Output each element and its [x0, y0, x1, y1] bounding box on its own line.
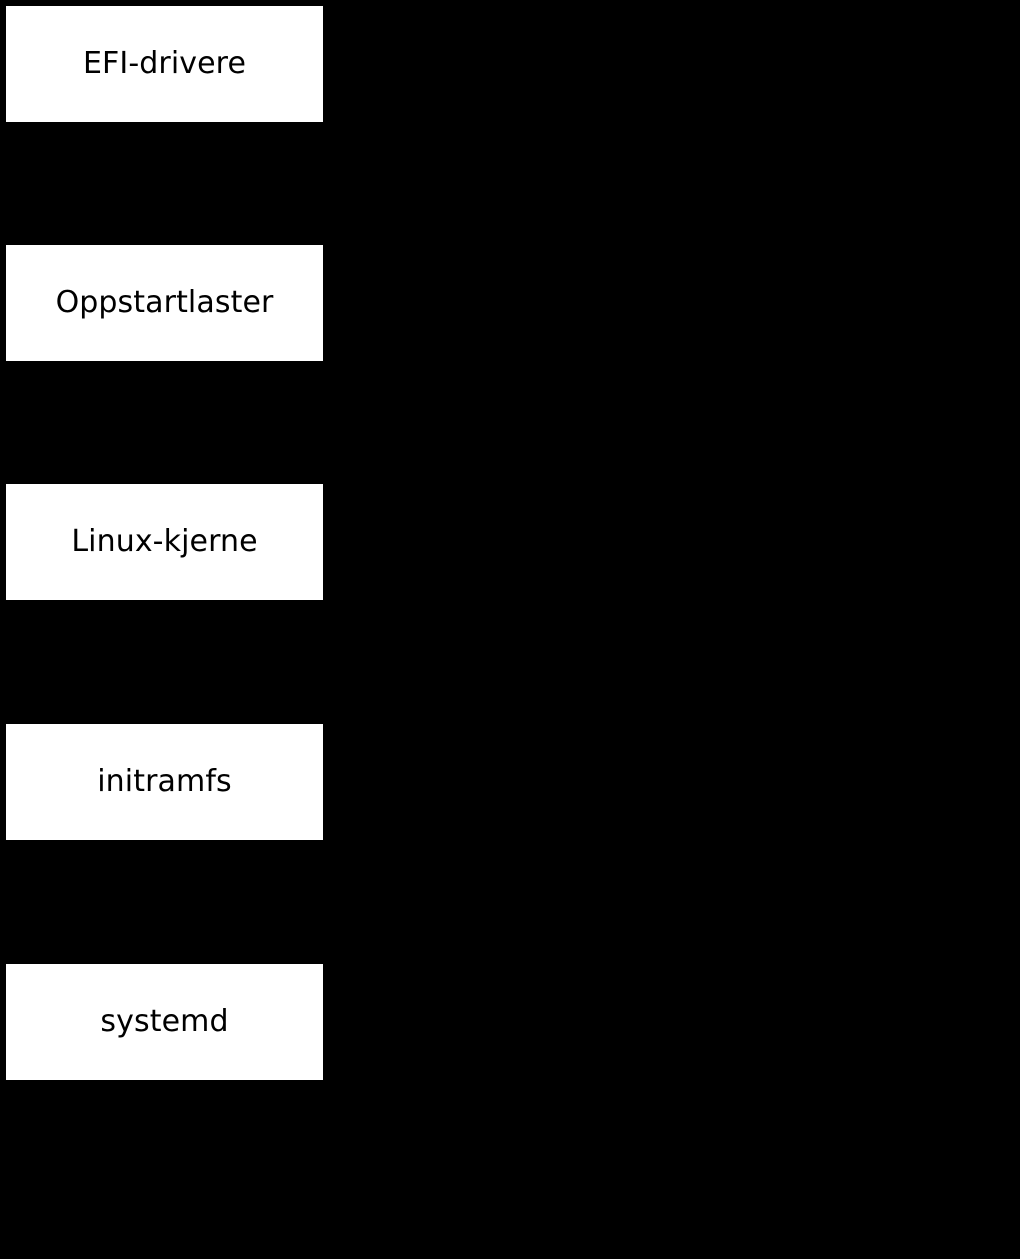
stage-box-oppstartlaster[interactable]: Oppstartlaster — [6, 245, 323, 361]
stage-label: systemd — [100, 1004, 229, 1039]
stage-box-efi-drivere[interactable]: EFI-drivere — [6, 6, 323, 122]
stage-label: Linux-kjerne — [71, 524, 258, 559]
stage-box-linux-kjerne[interactable]: Linux-kjerne — [6, 484, 323, 600]
stage-label: initramfs — [97, 764, 232, 799]
stage-label: EFI-drivere — [82, 46, 247, 81]
stage-box-systemd[interactable]: systemd — [6, 964, 323, 1080]
stage-box-initramfs[interactable]: initramfs — [6, 724, 323, 840]
stage-label: Oppstartlaster — [55, 285, 274, 320]
